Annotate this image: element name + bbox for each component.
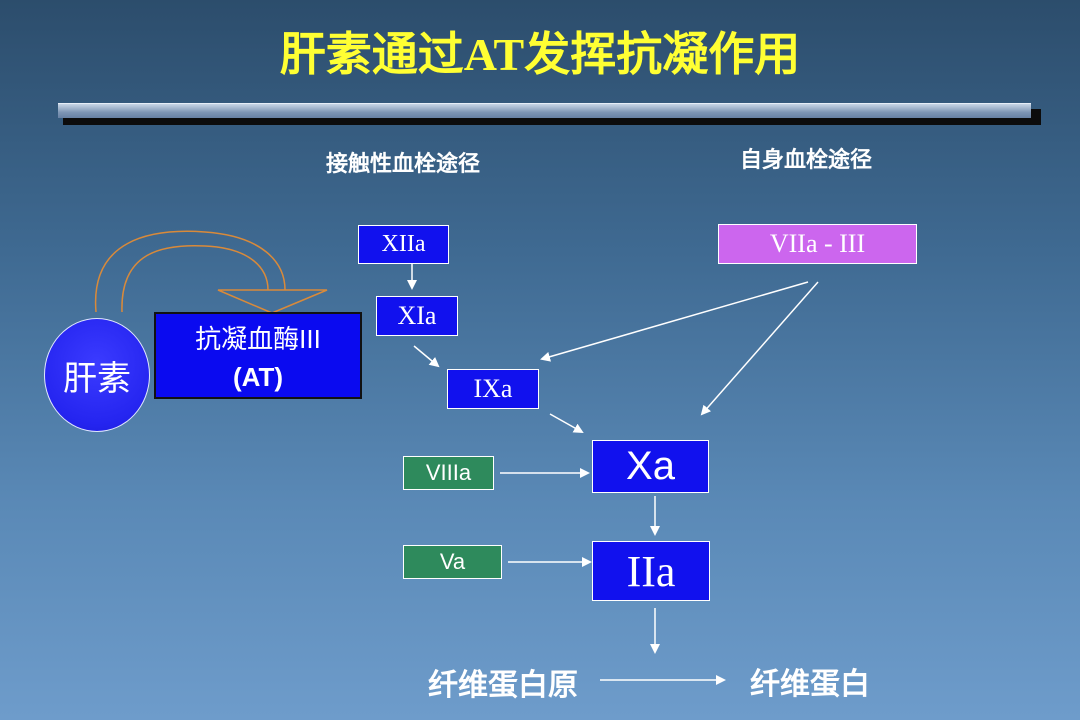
antithrombin-label-line2: (AT) <box>232 361 284 392</box>
contact-pathway-label: 接触性血栓途径 <box>326 151 481 176</box>
heparin-node: 肝素 <box>44 318 150 432</box>
factor-xa-label: Xa <box>626 444 675 488</box>
factor-va-node: Va <box>403 545 502 579</box>
factor-xiia-label: XIIa <box>381 231 426 257</box>
factor-iia-label: IIa <box>626 546 676 596</box>
arrow-xia-ixa <box>413 345 440 368</box>
title-divider <box>58 103 1031 118</box>
arrow-viia-ixa <box>540 281 809 362</box>
factor-xia-label: XIa <box>397 301 437 330</box>
heparin-to-at-curved-arrow <box>94 230 328 314</box>
factor-ixa-label: IXa <box>473 374 513 403</box>
arrow-ixa-xa <box>549 413 584 433</box>
arrow-viia-xa <box>700 281 819 416</box>
factor-va-label: Va <box>439 549 466 574</box>
antithrombin-node: 抗凝血酶III (AT) <box>154 312 362 399</box>
intrinsic-pathway-label: 自身血栓途径 <box>740 147 873 172</box>
heparin-label: 肝素 <box>63 359 131 398</box>
factor-viia-iii-node: VIIa - III <box>718 224 917 264</box>
factor-xia-node: XIa <box>376 296 458 336</box>
factor-viiia-label: VIIIa <box>425 460 472 485</box>
fibrin-label: 纤维蛋白 <box>750 668 870 701</box>
factor-xiia-node: XIIa <box>358 225 449 264</box>
antithrombin-label-line1: 抗凝血酶III <box>195 323 321 354</box>
slide-title: 肝素通过AT发挥抗凝作用 <box>279 29 801 80</box>
factor-viiia-node: VIIIa <box>403 456 494 490</box>
factor-ixa-node: IXa <box>447 369 539 409</box>
factor-xa-node: Xa <box>592 440 709 493</box>
fibrinogen-label: 纤维蛋白原 <box>428 669 578 702</box>
factor-viia-iii-label: VIIa - III <box>769 229 866 258</box>
factor-iia-node: IIa <box>592 541 710 601</box>
